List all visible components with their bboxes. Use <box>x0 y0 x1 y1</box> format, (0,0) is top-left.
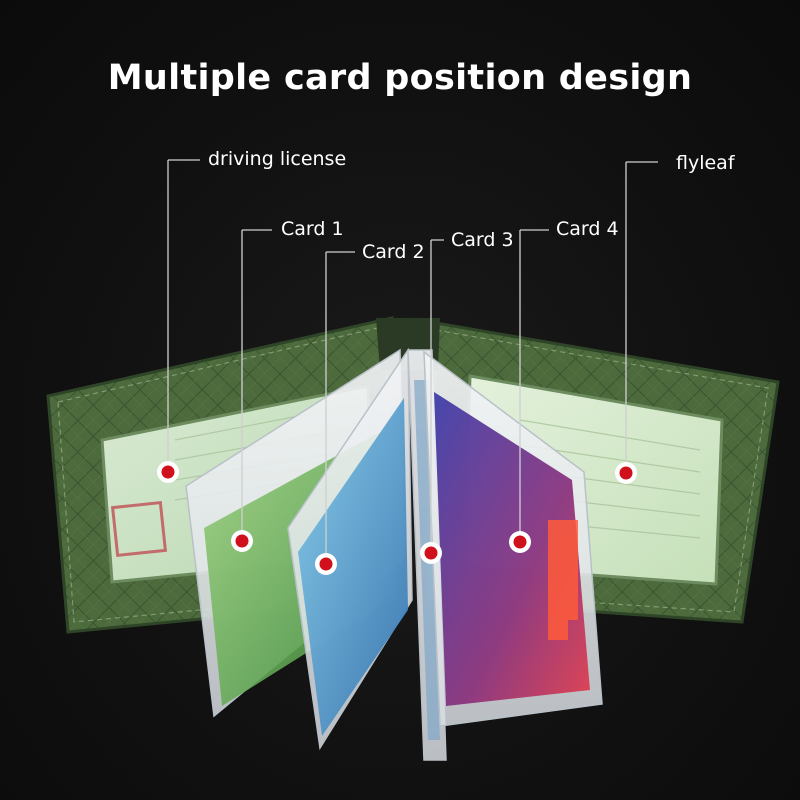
leader-line-card-1 <box>241 229 272 540</box>
page-title: Multiple card position design <box>107 58 693 98</box>
marker-card-2 <box>315 553 337 575</box>
license-photo-box <box>110 500 168 558</box>
label-card-3: Card 3 <box>451 229 514 251</box>
label-card-2: Card 2 <box>362 241 425 263</box>
leader-line-card-2 <box>325 251 355 562</box>
markers <box>157 461 637 575</box>
leader-line-driving-license <box>167 159 200 470</box>
label-card-1: Card 1 <box>281 218 344 240</box>
leader-line-flyleaf <box>625 161 658 472</box>
marker-driving-license <box>157 461 179 483</box>
leader-line-card-4 <box>519 229 549 540</box>
card-2-sleeve <box>287 347 413 751</box>
marker-card-3 <box>420 542 442 564</box>
marker-card-1 <box>231 530 253 552</box>
label-card-4: Card 4 <box>556 218 619 240</box>
label-driving-license: driving license <box>208 148 347 170</box>
marker-card-4 <box>509 531 531 553</box>
leader-line-card-3 <box>430 239 444 552</box>
marker-flyleaf <box>615 462 637 484</box>
leader-lines <box>167 159 658 562</box>
label-flyleaf: flyleaf <box>676 152 735 174</box>
